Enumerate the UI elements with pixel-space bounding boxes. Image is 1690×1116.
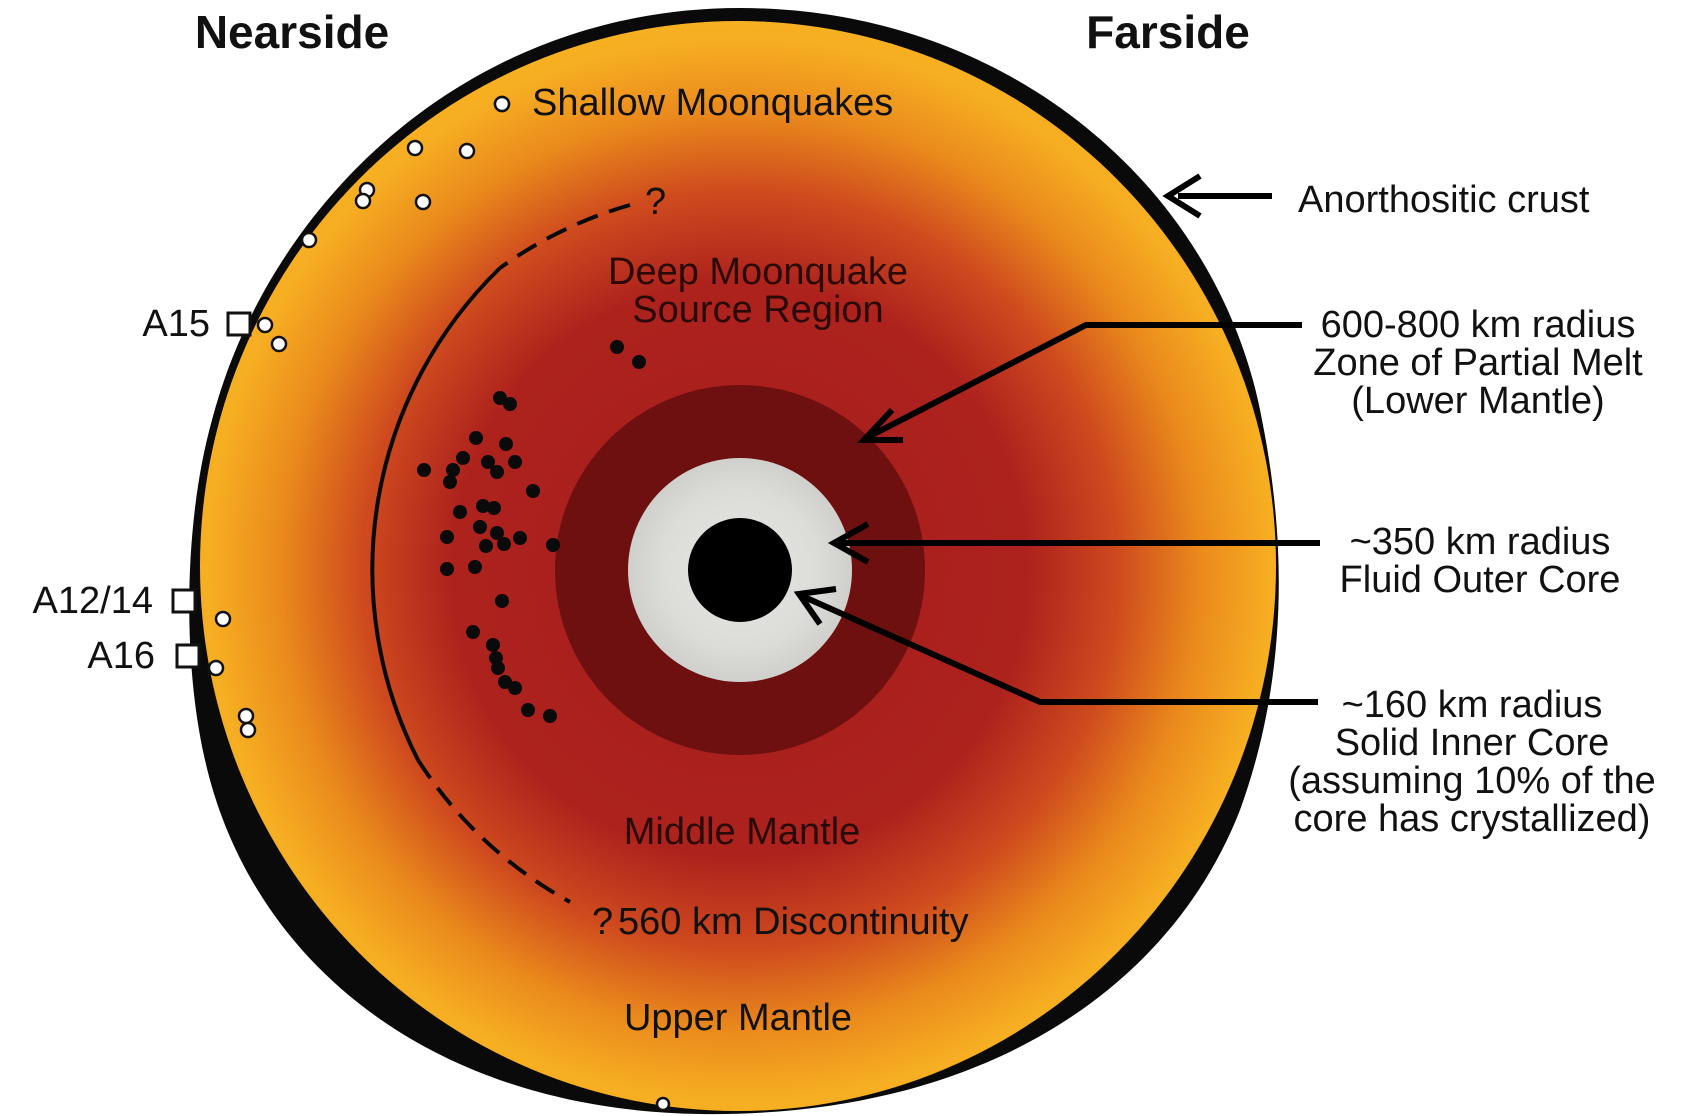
question-mark-top: ? xyxy=(645,181,666,223)
filled-circle-icon xyxy=(456,451,470,465)
open-circle-icon xyxy=(458,142,476,160)
filled-circle-icon xyxy=(469,431,483,445)
open-circle-icon xyxy=(256,316,274,334)
open-square-icon xyxy=(226,311,252,337)
filled-circle-icon xyxy=(476,499,490,513)
partial-melt-line3: (Lower Mantle) xyxy=(1351,380,1604,422)
filled-circle-icon xyxy=(468,560,482,574)
inner-core-callout: ~160 km radius Solid Inner Core (assumin… xyxy=(793,586,1656,840)
discontinuity-label: 560 km Discontinuity xyxy=(618,901,969,943)
filled-circle-icon xyxy=(440,530,454,544)
crust-callout-label: Anorthositic crust xyxy=(1298,179,1590,221)
filled-circle-icon xyxy=(521,703,535,717)
filled-circle-icon xyxy=(466,625,480,639)
open-circle-icon xyxy=(414,193,432,211)
filled-circle-icon xyxy=(417,463,431,477)
inner-core-line3: (assuming 10% of the xyxy=(1288,760,1656,802)
filled-circle-icon xyxy=(495,594,509,608)
crust-callout: Anorthositic crust xyxy=(1162,173,1590,221)
nearside-title: Nearside xyxy=(195,6,389,58)
discontinuity-arc-dashed-top xyxy=(498,203,631,270)
inner-core-line4: core has crystallized) xyxy=(1294,798,1651,840)
inner-core-line1: ~160 km radius xyxy=(1342,684,1603,726)
shallow-moonquakes-label: Shallow Moonquakes xyxy=(532,82,893,124)
filled-circle-icon xyxy=(499,437,513,451)
filled-circle-icon xyxy=(632,355,646,369)
open-circle-icon xyxy=(270,335,288,353)
discontinuity-arc-solid xyxy=(370,266,502,761)
filled-circle-icon xyxy=(481,455,495,469)
filled-circle-icon xyxy=(610,340,624,354)
open-circle-icon xyxy=(237,707,255,725)
open-circle-icon xyxy=(214,610,232,628)
filled-circle-icon xyxy=(497,537,511,551)
seismic-stations xyxy=(171,311,252,669)
open-circle-icon xyxy=(354,192,372,210)
filled-circle-icon xyxy=(491,661,505,675)
outer-core-line2: Fluid Outer Core xyxy=(1340,559,1621,601)
open-circle-icon xyxy=(406,139,424,157)
station-a12-14-label: A12/14 xyxy=(33,580,153,622)
partial-melt-callout: 600-800 km radius Zone of Partial Melt (… xyxy=(857,304,1643,443)
filled-circle-icon xyxy=(440,562,454,576)
filled-circle-icon xyxy=(443,475,457,489)
middle-mantle-label: Middle Mantle xyxy=(624,811,861,853)
filled-circle-icon xyxy=(543,709,557,723)
filled-circle-icon xyxy=(490,465,504,479)
filled-circle-icon xyxy=(513,531,527,545)
solid-inner-core xyxy=(688,518,792,622)
filled-circle-icon xyxy=(473,520,487,534)
open-circle-icon xyxy=(655,1096,671,1112)
station-a15-label: A15 xyxy=(142,303,210,345)
filled-circle-icon xyxy=(546,538,560,552)
filled-circle-icon xyxy=(526,484,540,498)
filled-circle-icon xyxy=(446,463,460,477)
partial-melt-line2: Zone of Partial Melt xyxy=(1313,342,1643,384)
open-circle-icon xyxy=(207,659,225,677)
deep-moonquake-label-line2: Source Region xyxy=(632,289,883,331)
outer-core-callout: ~350 km radius Fluid Outer Core xyxy=(827,521,1621,601)
deep-moonquake-label-line1: Deep Moonquake xyxy=(608,251,908,293)
station-a16-label: A16 xyxy=(87,635,155,677)
filled-circle-icon xyxy=(479,539,493,553)
farside-title: Farside xyxy=(1086,6,1250,58)
open-circle-icon xyxy=(300,231,318,249)
deep-moonquake-events xyxy=(417,340,646,723)
filled-circle-icon xyxy=(486,638,500,652)
question-mark-bottom: ? xyxy=(592,901,613,943)
outer-core-line1: ~350 km radius xyxy=(1350,521,1611,563)
filled-circle-icon xyxy=(503,397,517,411)
inner-core-line2: Solid Inner Core xyxy=(1335,722,1610,764)
filled-circle-icon xyxy=(487,501,501,515)
open-circle-icon xyxy=(239,721,257,739)
upper-mantle-label: Upper Mantle xyxy=(624,997,852,1039)
open-square-icon xyxy=(175,643,201,669)
filled-circle-icon xyxy=(508,681,522,695)
filled-circle-icon xyxy=(453,505,467,519)
filled-circle-icon xyxy=(490,526,504,540)
open-circle-icon xyxy=(493,95,511,113)
partial-melt-line1: 600-800 km radius xyxy=(1321,304,1636,346)
discontinuity-arc-dashed-bottom xyxy=(416,758,571,904)
filled-circle-icon xyxy=(508,455,522,469)
open-square-icon xyxy=(171,588,197,614)
